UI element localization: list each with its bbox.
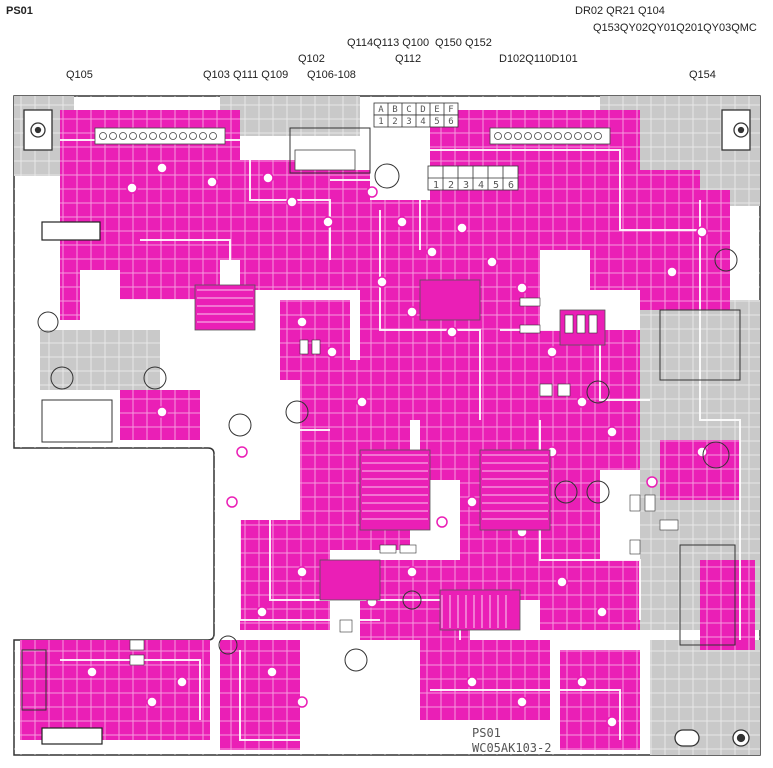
pin-number-label: 1	[433, 180, 439, 191]
pin-header-label: F	[448, 105, 453, 115]
pin-number-label: 5	[493, 180, 499, 191]
ref-label: Q112	[395, 53, 422, 65]
label-box	[41, 221, 101, 241]
ref-label: Q102	[298, 53, 325, 65]
pin-number-label: 4	[420, 117, 425, 127]
connector-b-grid	[427, 165, 519, 191]
pin-number-label: 3	[463, 180, 469, 191]
pin-number-label: 2	[392, 117, 397, 127]
ic-pin-lines	[197, 289, 548, 628]
ref-label: Q106-108	[307, 69, 356, 81]
pin-header-label: B	[392, 105, 397, 115]
pin-number-label: 4	[478, 180, 484, 191]
pin-number-label: 3	[406, 117, 411, 127]
mounting-hole	[23, 109, 751, 747]
pin-header-label: E	[434, 105, 439, 115]
ref-label: Q150 Q152	[435, 37, 492, 49]
trace-grid	[14, 96, 760, 755]
component-outlines	[21, 127, 741, 711]
pin-number-label: 1	[378, 117, 383, 127]
ref-label: D102Q110D101	[499, 53, 578, 65]
traces	[60, 139, 741, 741]
pin-header-label: C	[406, 105, 411, 115]
ref-label: Q153QY02QY01Q201QY03QMC	[593, 22, 757, 34]
connector-a-labels: A B C D E F 1 2 3 4 5 6	[378, 105, 453, 127]
smd-parts	[129, 297, 679, 666]
ref-label: Q105	[66, 69, 93, 81]
board-silk-name: PS01	[472, 726, 501, 740]
ref-label: DR02 QR21 Q104	[575, 5, 665, 17]
ref-label: Q114Q113 Q100	[347, 37, 430, 49]
pin-number-label: 2	[448, 180, 454, 191]
pin-header-label: D	[420, 105, 425, 115]
label-box	[41, 727, 103, 745]
ref-label: Q103 Q111 Q109	[203, 69, 289, 81]
pin-number-label: 6	[508, 180, 514, 191]
connector-pins	[99, 132, 602, 140]
pin-number-label: 5	[434, 117, 439, 127]
board-title: PS01	[6, 5, 33, 17]
pin-header-label: A	[378, 105, 384, 115]
connector-strip	[94, 127, 611, 171]
connector-b-labels: 1 2 3 4 5 6	[433, 180, 514, 191]
ref-label: Q154	[689, 69, 716, 81]
pin-number-label: 6	[448, 117, 453, 127]
connector-a-grid	[373, 102, 459, 128]
board-silk-part-number: WC05AK103-2	[472, 741, 551, 755]
